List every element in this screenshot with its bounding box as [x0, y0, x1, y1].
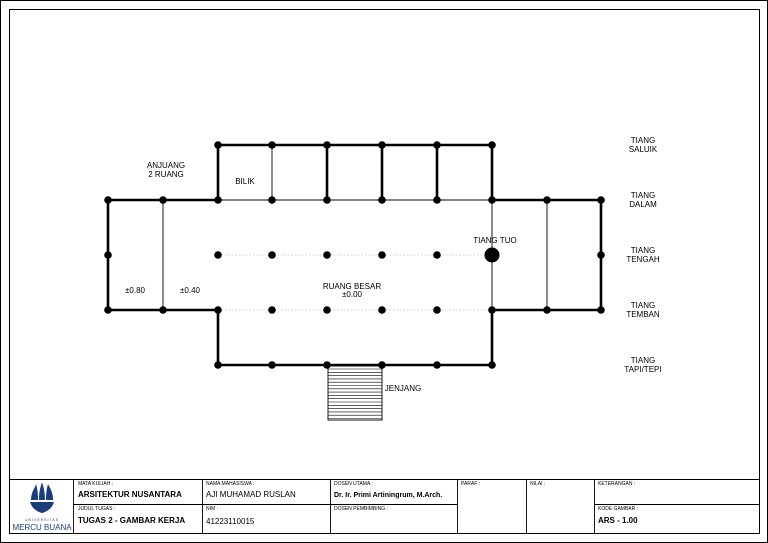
- label-ruang-besar-elev: ±0.00: [342, 290, 363, 299]
- label-anjuang-line1: ANJUANG: [147, 161, 185, 170]
- legend-dalam-2: DALAM: [629, 200, 657, 209]
- tb-mata-kuliah-label: MATA KULIAH :: [78, 481, 113, 487]
- tb-dosen-utama-value: Dr. Ir. Primi Artiningrum, M.Arch.: [334, 492, 442, 499]
- column-post: [543, 306, 551, 314]
- column-post: [214, 196, 222, 204]
- column-post: [433, 251, 441, 259]
- column-post: [378, 306, 386, 314]
- column-legend: TIANG SALUIK TIANG DALAM TIANG TENGAH TI…: [624, 136, 661, 374]
- legend-tapi-2: TAPI/TEPI: [624, 365, 661, 374]
- column-post: [214, 141, 222, 149]
- column-post: [268, 141, 276, 149]
- tb-dosen-pembimbing-label: DOSEN PEMBIMBING :: [334, 506, 388, 512]
- logo-university-name: MERCU BUANA: [12, 523, 72, 532]
- tb-judul-tugas-label: JUDUL TUGAS :: [78, 506, 115, 512]
- floor-plan: ANJUANG 2 RUANG BILIK RUANG BESAR ±0.00 …: [104, 136, 662, 421]
- column-post: [433, 361, 441, 369]
- column-post: [597, 196, 605, 204]
- column-post: [488, 306, 496, 314]
- column-post: [597, 306, 605, 314]
- column-post: [323, 251, 331, 259]
- tb-judul-tugas-value: TUGAS 2 - GAMBAR KERJA: [78, 516, 185, 525]
- mercu-buana-emblem-icon: [30, 482, 54, 513]
- tb-paraf-label: PARAF :: [461, 481, 480, 487]
- tb-dosen-utama-label: DOSEN UTAMA :: [334, 481, 373, 487]
- column-post: [214, 251, 222, 259]
- label-bilik: BILIK: [235, 177, 255, 186]
- columns: [104, 141, 605, 369]
- column-post: [268, 251, 276, 259]
- label-elev-080: ±0.80: [125, 286, 146, 295]
- column-post: [433, 306, 441, 314]
- tb-nama-label: NAMA MAHASISWA :: [206, 481, 254, 487]
- legend-saluik-1: TIANG: [631, 136, 655, 145]
- tb-kode-gambar-label: KODE GAMBAR :: [598, 506, 638, 512]
- column-post: [159, 306, 167, 314]
- tb-nim-value: 41223110015: [206, 517, 255, 526]
- legend-tengah-1: TIANG: [631, 246, 655, 255]
- column-post: [323, 141, 331, 149]
- tb-keterangan-label: KETERANGAN :: [598, 481, 635, 487]
- title-block: UNIVERSITAS MERCU BUANA MATA KULIAH : AR…: [9, 479, 760, 534]
- legend-temban-1: TIANG: [631, 301, 655, 310]
- column-post: [214, 361, 222, 369]
- grid-lines: [218, 254, 492, 311]
- column-post: [378, 251, 386, 259]
- column-post: [214, 306, 222, 314]
- legend-temban-2: TEMBAN: [626, 310, 660, 319]
- inner-border: [9, 9, 760, 534]
- column-post: [433, 141, 441, 149]
- label-elev-040: ±0.40: [180, 286, 201, 295]
- stair-jenjang: [327, 365, 383, 421]
- university-logo: UNIVERSITAS MERCU BUANA: [12, 482, 72, 532]
- column-post: [323, 361, 331, 369]
- column-post: [268, 306, 276, 314]
- column-post: [378, 361, 386, 369]
- tb-nama-value: AJI MUHAMAD RUSLAN: [206, 490, 296, 499]
- column-post: [159, 196, 167, 204]
- tb-nim-label: NIM :: [206, 506, 218, 512]
- column-post: [268, 361, 276, 369]
- column-post: [104, 251, 112, 259]
- column-post: [488, 141, 496, 149]
- column-post: [378, 196, 386, 204]
- legend-saluik-2: SALUIK: [629, 145, 658, 154]
- column-post: [104, 196, 112, 204]
- label-anjuang-line2: 2 RUANG: [148, 170, 184, 179]
- column-post: [268, 196, 276, 204]
- label-tiang-tuo: TIANG TUO: [473, 236, 516, 245]
- column-post: [488, 361, 496, 369]
- tb-nilai-label: NILAI :: [530, 481, 545, 487]
- column-post: [488, 196, 496, 204]
- tb-kode-gambar-value: ARS - 1.00: [598, 516, 638, 525]
- column-post: [323, 306, 331, 314]
- column-post: [433, 196, 441, 204]
- logo-tagline: UNIVERSITAS: [25, 518, 59, 522]
- column-post: [543, 196, 551, 204]
- legend-tapi-1: TIANG: [631, 356, 655, 365]
- legend-dalam-1: TIANG: [631, 191, 655, 200]
- column-post: [104, 306, 112, 314]
- label-jenjang: JENJANG: [385, 384, 421, 393]
- column-post: [323, 196, 331, 204]
- column-post: [597, 251, 605, 259]
- tb-mata-kuliah-value: ARSITEKTUR NUSANTARA: [78, 490, 182, 499]
- label-ruang-besar: RUANG BESAR: [323, 282, 381, 291]
- legend-tengah-2: TENGAH: [626, 255, 660, 264]
- column-post: [378, 141, 386, 149]
- tiang-tuo-column: [484, 247, 500, 263]
